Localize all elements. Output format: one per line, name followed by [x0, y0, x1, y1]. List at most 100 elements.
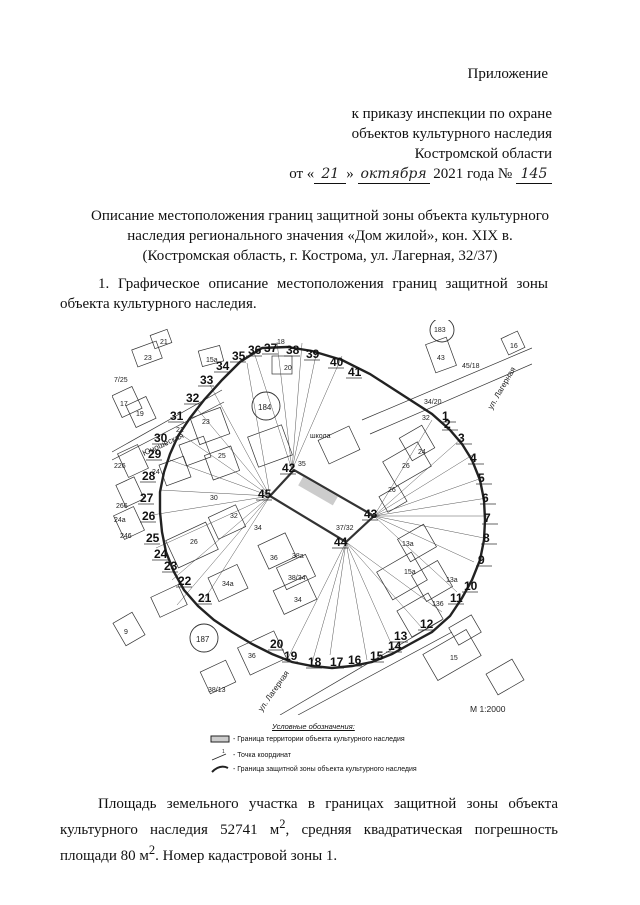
- house-label: 32: [230, 513, 238, 520]
- house-label: 43: [437, 355, 445, 362]
- point-label-23: 23: [164, 559, 178, 573]
- point-label-41: 41: [348, 365, 362, 379]
- house-label: 38а: [292, 553, 304, 560]
- point-label-35: 35: [232, 349, 246, 363]
- house-label: 136: [432, 601, 444, 608]
- point-label-18: 18: [308, 655, 322, 669]
- territory-symbol-icon: [210, 735, 230, 743]
- area-description: Площадь земельного участка в границах за…: [60, 794, 558, 866]
- legend-point-number: 1: [222, 749, 225, 755]
- legend-item-zone: - Граница защитной зоны объекта культурн…: [210, 764, 417, 774]
- point-label-32: 32: [186, 391, 200, 405]
- title-line-3: (Костромская область, г. Кострома, ул. Л…: [142, 248, 498, 264]
- point-label-33: 33: [200, 373, 214, 387]
- house-label: 32: [422, 415, 430, 422]
- map-legend: Условные обозначения: - Граница территор…: [210, 722, 450, 782]
- point-label-5: 5: [478, 471, 485, 485]
- house-labels: 23 21 15а 20 18 43 45/18 16 7/25 17 19 2…: [114, 339, 518, 694]
- point-label-10: 10: [464, 579, 478, 593]
- point-label-2: 2: [444, 417, 451, 431]
- area-text-2: , средняя квадратическая погрешность пло…: [60, 822, 558, 864]
- background-buildings: [112, 328, 526, 696]
- house-label: 15а: [404, 569, 416, 576]
- house-label: 18: [277, 339, 285, 346]
- block-184-circle: [251, 391, 281, 421]
- house-label: 23: [144, 355, 152, 362]
- area-sup-2: 2: [148, 843, 156, 857]
- point-label-28: 28: [142, 469, 156, 483]
- legend-item-point: 1 - Точка координат: [210, 748, 291, 762]
- block-187-label: 187: [196, 635, 210, 644]
- order-reference: к приказу инспекции по охране объектов к…: [0, 104, 552, 184]
- point-label-6: 6: [482, 491, 489, 505]
- coordinate-point-icon: 1: [211, 749, 227, 761]
- point-label-1: 1: [442, 409, 449, 423]
- section-1-heading: 1. Графическое описание местоположения г…: [60, 276, 548, 312]
- date-prefix: от «: [289, 166, 315, 182]
- house-label: 36: [270, 555, 278, 562]
- house-label: 9: [124, 629, 128, 636]
- point-label-34: 34: [216, 359, 230, 373]
- block-187-circle: [189, 623, 219, 653]
- house-label: 20: [284, 365, 292, 372]
- house-label: 246: [120, 533, 132, 540]
- date-month: октября: [357, 166, 430, 184]
- legend-item-territory: - Граница территории объекта культурного…: [210, 734, 405, 744]
- house-label: 7/25: [114, 377, 128, 384]
- school-label: школа: [310, 433, 331, 440]
- house-label: 24а: [114, 517, 126, 524]
- title-line-2: наследия регионального значения «Дом жил…: [127, 228, 513, 244]
- street-label-lagernaya-1: ул. Лагерная: [486, 365, 518, 411]
- order-line-3: Костромской области: [414, 146, 552, 162]
- house-label: 15а: [206, 357, 218, 364]
- protective-zone-boundary: [158, 345, 487, 670]
- legend-item-3-label: - Граница защитной зоны объекта культурн…: [233, 765, 417, 773]
- point-label-4: 4: [470, 451, 477, 465]
- house-label: 24: [152, 469, 160, 476]
- point-label-37: 37: [264, 341, 278, 355]
- point-label-13: 13: [394, 629, 408, 643]
- point-label-44: 44: [334, 535, 348, 549]
- house-label: 17: [120, 401, 128, 408]
- point-label-29: 29: [148, 447, 162, 461]
- map-scale: М 1:2000: [470, 704, 506, 714]
- point-label-38: 38: [286, 343, 300, 357]
- house-label: 36: [248, 653, 256, 660]
- house-label: 19: [136, 411, 144, 418]
- appendix-label: Приложение: [467, 66, 548, 82]
- point-label-3: 3: [458, 431, 465, 445]
- house-label: 30: [210, 495, 218, 502]
- point-label-11: 11: [450, 591, 463, 605]
- order-number: 145: [516, 166, 552, 184]
- point-label-27: 27: [140, 491, 154, 505]
- point-label-43: 43: [364, 507, 378, 521]
- house-label: 266: [116, 503, 128, 510]
- house-label: 24: [418, 449, 426, 456]
- point-label-21: 21: [198, 591, 212, 605]
- document-title: Описание местоположения границ защитной …: [60, 206, 580, 266]
- point-label-20: 20: [270, 637, 284, 651]
- order-line-2: объектов культурного наследия: [351, 126, 552, 142]
- date-day: 21: [314, 166, 347, 184]
- house-label: 13а: [446, 577, 458, 584]
- house-label: 26: [388, 487, 396, 494]
- point-label-9: 9: [478, 553, 485, 567]
- heritage-territory-boundary: [268, 468, 376, 544]
- block-183-circle: [429, 320, 455, 343]
- house-label: 21: [160, 339, 168, 346]
- house-label: 26: [190, 539, 198, 546]
- house-label: 35: [298, 461, 306, 468]
- point-label-8: 8: [483, 531, 490, 545]
- legend-item-1-label: - Граница территории объекта культурного…: [233, 735, 405, 743]
- point-label-25: 25: [146, 531, 160, 545]
- point-label-42: 42: [282, 461, 296, 475]
- date-sep: »: [346, 166, 354, 182]
- point-label-12: 12: [420, 617, 434, 631]
- house-label: 38/13: [208, 687, 226, 694]
- house-label: 21: [176, 427, 184, 434]
- house-label: 38/34: [288, 575, 306, 582]
- house-label: 13а: [402, 541, 414, 548]
- house-label: 34: [254, 525, 262, 532]
- point-label-15: 15: [370, 649, 384, 663]
- house-label: 25: [218, 453, 226, 460]
